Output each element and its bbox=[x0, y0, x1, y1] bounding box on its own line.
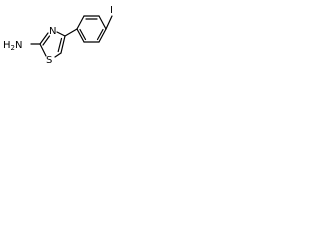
ring-sulfur-label: S bbox=[46, 55, 52, 66]
bond-c5-s1 bbox=[54, 52, 62, 58]
bond-phenyl-iodine bbox=[105, 15, 113, 30]
bond-ph4-ph5 bbox=[98, 28, 107, 43]
amine-h-count: 2 bbox=[11, 44, 15, 52]
bond-ph6-ph1 bbox=[76, 28, 85, 43]
bond-s1-c2 bbox=[39, 43, 47, 57]
bond-c4-c5-double bbox=[57, 37, 63, 53]
bond-n3-c4 bbox=[56, 31, 66, 37]
iodine-label: I bbox=[110, 5, 113, 16]
bond-c4-phenyl bbox=[64, 28, 78, 37]
bond-ph6-ph1-inner bbox=[79, 28, 87, 41]
molecule-structure: H2N N S I bbox=[3, 5, 113, 66]
bond-ph3-ph4 bbox=[98, 15, 107, 30]
ring-nitrogen-label: N bbox=[49, 26, 56, 37]
amine-label: H2N bbox=[3, 40, 22, 52]
bond-ph1-ph2 bbox=[76, 15, 85, 30]
bond-c2-n3 bbox=[39, 32, 49, 45]
amine-n-label: N bbox=[15, 40, 22, 51]
bond-c2-n3-double bbox=[42, 35, 51, 46]
thiazole-ring bbox=[39, 31, 66, 58]
phenyl-ring bbox=[76, 15, 107, 43]
bond-c4-c5 bbox=[60, 35, 66, 54]
amine-h-label: H bbox=[3, 40, 11, 51]
bond-ph4-ph5-inner bbox=[96, 28, 104, 41]
